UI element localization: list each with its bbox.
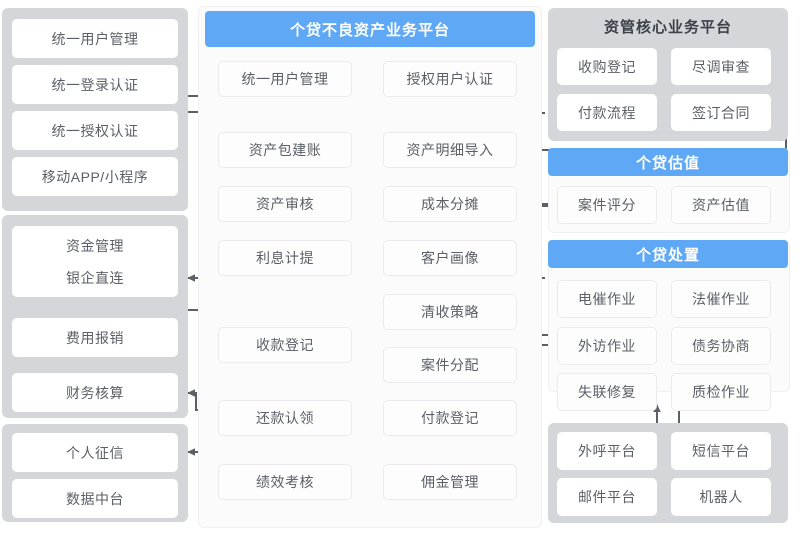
- right-header-loan-valuation: 个贷估值: [548, 148, 788, 176]
- node-label: 签订合同: [692, 104, 750, 121]
- node-label: 收款登记: [256, 337, 314, 353]
- node-label: 个人征信: [66, 444, 124, 461]
- node-label: 成本分摊: [421, 196, 479, 212]
- center-node-payment-register[interactable]: 付款登记: [383, 400, 517, 436]
- right-node-lost-contact-repair[interactable]: 失联修复: [557, 373, 657, 411]
- node-label: 质检作业: [692, 384, 750, 400]
- left-item-expense-reimbursement[interactable]: 费用报销: [12, 318, 178, 357]
- center-node-collection-strategy[interactable]: 清收策略: [383, 294, 517, 330]
- left-item-unified-user-management[interactable]: 统一用户管理: [12, 19, 178, 58]
- node-label: 资产明细导入: [406, 142, 494, 158]
- node-label: 付款流程: [578, 104, 636, 121]
- right-header-core-asset-platform: 资管核心业务平台: [548, 12, 788, 40]
- right-node-acquisition-register[interactable]: 收购登记: [557, 48, 657, 85]
- right-node-due-diligence-review[interactable]: 尽调审查: [671, 48, 771, 85]
- node-label: 机器人: [699, 489, 743, 505]
- node-label: 电催作业: [578, 291, 636, 307]
- right-node-quality-inspection[interactable]: 质检作业: [671, 373, 771, 411]
- center-node-unified-user-management[interactable]: 统一用户管理: [218, 61, 352, 97]
- center-node-cost-allocation[interactable]: 成本分摊: [383, 186, 517, 222]
- node-label: 资产估值: [692, 197, 750, 213]
- node-label: 清收策略: [421, 304, 479, 320]
- node-label: 数据中台: [66, 490, 124, 507]
- right-node-legal-collection[interactable]: 法催作业: [671, 280, 771, 318]
- left-item-unified-login-auth[interactable]: 统一登录认证: [12, 65, 178, 104]
- right-node-sms-platform[interactable]: 短信平台: [671, 432, 771, 470]
- right-node-field-visit[interactable]: 外访作业: [557, 327, 657, 365]
- right-node-robot[interactable]: 机器人: [671, 478, 771, 516]
- node-label: 资金管理: [66, 237, 124, 254]
- right-node-email-platform[interactable]: 邮件平台: [557, 478, 657, 516]
- node-label: 客户画像: [421, 250, 479, 266]
- left-item-financial-accounting[interactable]: 财务核算: [12, 373, 178, 412]
- node-label: 佣金管理: [421, 474, 479, 490]
- left-item-unified-authorization[interactable]: 统一授权认证: [12, 111, 178, 150]
- node-label: 移动APP/小程序: [41, 168, 149, 185]
- left-item-mobile-app-miniprogram[interactable]: 移动APP/小程序: [12, 157, 178, 196]
- node-label: 统一授权认证: [51, 122, 139, 139]
- right-node-payment-flow[interactable]: 付款流程: [557, 94, 657, 131]
- right-header-label: 资管核心业务平台: [603, 18, 732, 36]
- right-node-debt-negotiation[interactable]: 债务协商: [671, 327, 771, 365]
- right-node-case-scoring[interactable]: 案件评分: [557, 186, 657, 224]
- right-header-label: 个贷估值: [635, 154, 700, 172]
- node-label: 案件分配: [421, 357, 479, 373]
- center-node-case-allocation[interactable]: 案件分配: [383, 347, 517, 383]
- center-panel-header: 个贷不良资产业务平台: [205, 11, 535, 47]
- node-label: 收购登记: [578, 58, 636, 75]
- node-label: 利息计提: [256, 250, 314, 266]
- center-node-repayment-claim[interactable]: 还款认领: [218, 400, 352, 436]
- node-label: 银企直连: [66, 269, 124, 286]
- node-label: 失联修复: [578, 384, 636, 400]
- center-node-authorized-user-auth[interactable]: 授权用户认证: [383, 61, 517, 97]
- node-label: 法催作业: [692, 291, 750, 307]
- node-label: 短信平台: [692, 443, 750, 459]
- right-header-loan-disposal: 个贷处置: [548, 240, 788, 268]
- node-label: 授权用户认证: [406, 71, 494, 87]
- center-node-asset-review[interactable]: 资产审核: [218, 186, 352, 222]
- node-label: 案件评分: [578, 197, 636, 213]
- node-label: 外呼平台: [578, 443, 636, 459]
- node-label: 邮件平台: [578, 489, 636, 505]
- center-node-performance-assessment[interactable]: 绩效考核: [218, 464, 352, 500]
- center-node-customer-profile[interactable]: 客户画像: [383, 240, 517, 276]
- node-label: 外访作业: [578, 338, 636, 354]
- center-node-commission-management[interactable]: 佣金管理: [383, 464, 517, 500]
- center-node-asset-package-booking[interactable]: 资产包建账: [218, 132, 352, 168]
- left-item-personal-credit[interactable]: 个人征信: [12, 433, 178, 472]
- center-panel-header-label: 个贷不良资产业务平台: [289, 21, 450, 39]
- node-label: 财务核算: [66, 384, 124, 401]
- right-node-phone-collection[interactable]: 电催作业: [557, 280, 657, 318]
- center-node-interest-accrual[interactable]: 利息计提: [218, 240, 352, 276]
- node-label: 付款登记: [421, 410, 479, 426]
- left-item-bank-enterprise-direct[interactable]: 银企直连: [12, 258, 178, 297]
- node-label: 统一登录认证: [51, 76, 139, 93]
- node-label: 费用报销: [66, 329, 124, 346]
- node-label: 统一用户管理: [51, 30, 139, 47]
- center-node-receipt-register[interactable]: 收款登记: [218, 327, 352, 363]
- node-label: 还款认领: [256, 410, 314, 426]
- node-label: 尽调审查: [692, 58, 750, 75]
- node-label: 统一用户管理: [241, 71, 329, 87]
- center-node-asset-detail-import[interactable]: 资产明细导入: [383, 132, 517, 168]
- right-header-label: 个贷处置: [635, 246, 700, 264]
- node-label: 债务协商: [692, 338, 750, 354]
- right-node-outbound-call-platform[interactable]: 外呼平台: [557, 432, 657, 470]
- node-label: 资产审核: [256, 196, 314, 212]
- right-node-asset-valuation[interactable]: 资产估值: [671, 186, 771, 224]
- node-label: 资产包建账: [248, 142, 322, 158]
- left-item-data-midend[interactable]: 数据中台: [12, 479, 178, 518]
- right-node-contract-signing[interactable]: 签订合同: [671, 94, 771, 131]
- node-label: 绩效考核: [256, 474, 314, 490]
